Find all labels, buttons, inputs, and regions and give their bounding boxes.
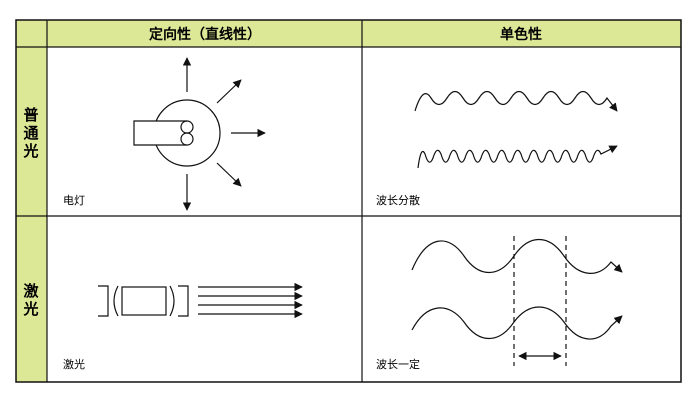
caption-lamp: 电灯	[63, 194, 85, 207]
row-header-laser-char-1: 激	[23, 282, 39, 300]
filament-bottom	[180, 132, 194, 146]
lamp-base	[133, 120, 187, 146]
fixed-wavelength-waves	[411, 236, 623, 366]
header-directionality: 定向性（直线性）	[149, 26, 261, 43]
row-header-laser: 激 光	[22, 282, 39, 318]
row-header-ordinary-char-3: 光	[22, 142, 38, 160]
rear-mirror-bracket	[98, 285, 109, 317]
row-header-ordinary-light: 普 通 光	[22, 106, 38, 160]
front-mirror-bracket	[178, 285, 189, 317]
caption-laser: 激光	[63, 357, 85, 371]
dispersed-waves	[414, 90, 618, 169]
row-header-ordinary-char-1: 普	[23, 106, 38, 124]
header-row-bg	[16, 20, 681, 47]
lamp-illustration	[133, 57, 266, 211]
row-header-laser-char-2: 光	[22, 300, 38, 318]
caption-fixed: 波长一定	[376, 357, 420, 371]
front-mirror	[169, 285, 175, 317]
rear-mirror	[113, 285, 119, 317]
side-column-bg	[16, 20, 47, 382]
row-header-ordinary-char-2: 通	[23, 124, 38, 142]
long-wavelength-wave	[414, 90, 618, 112]
laser-tube	[121, 286, 167, 316]
table-grid	[15, 19, 682, 383]
short-wavelength-wave	[417, 145, 618, 169]
header-monochromaticity: 单色性	[500, 26, 542, 43]
light-ray-up-right	[216, 79, 242, 104]
laser-illustration	[98, 282, 303, 319]
light-ray-down-right	[216, 162, 242, 187]
caption-dispersed: 波长分散	[376, 193, 420, 207]
